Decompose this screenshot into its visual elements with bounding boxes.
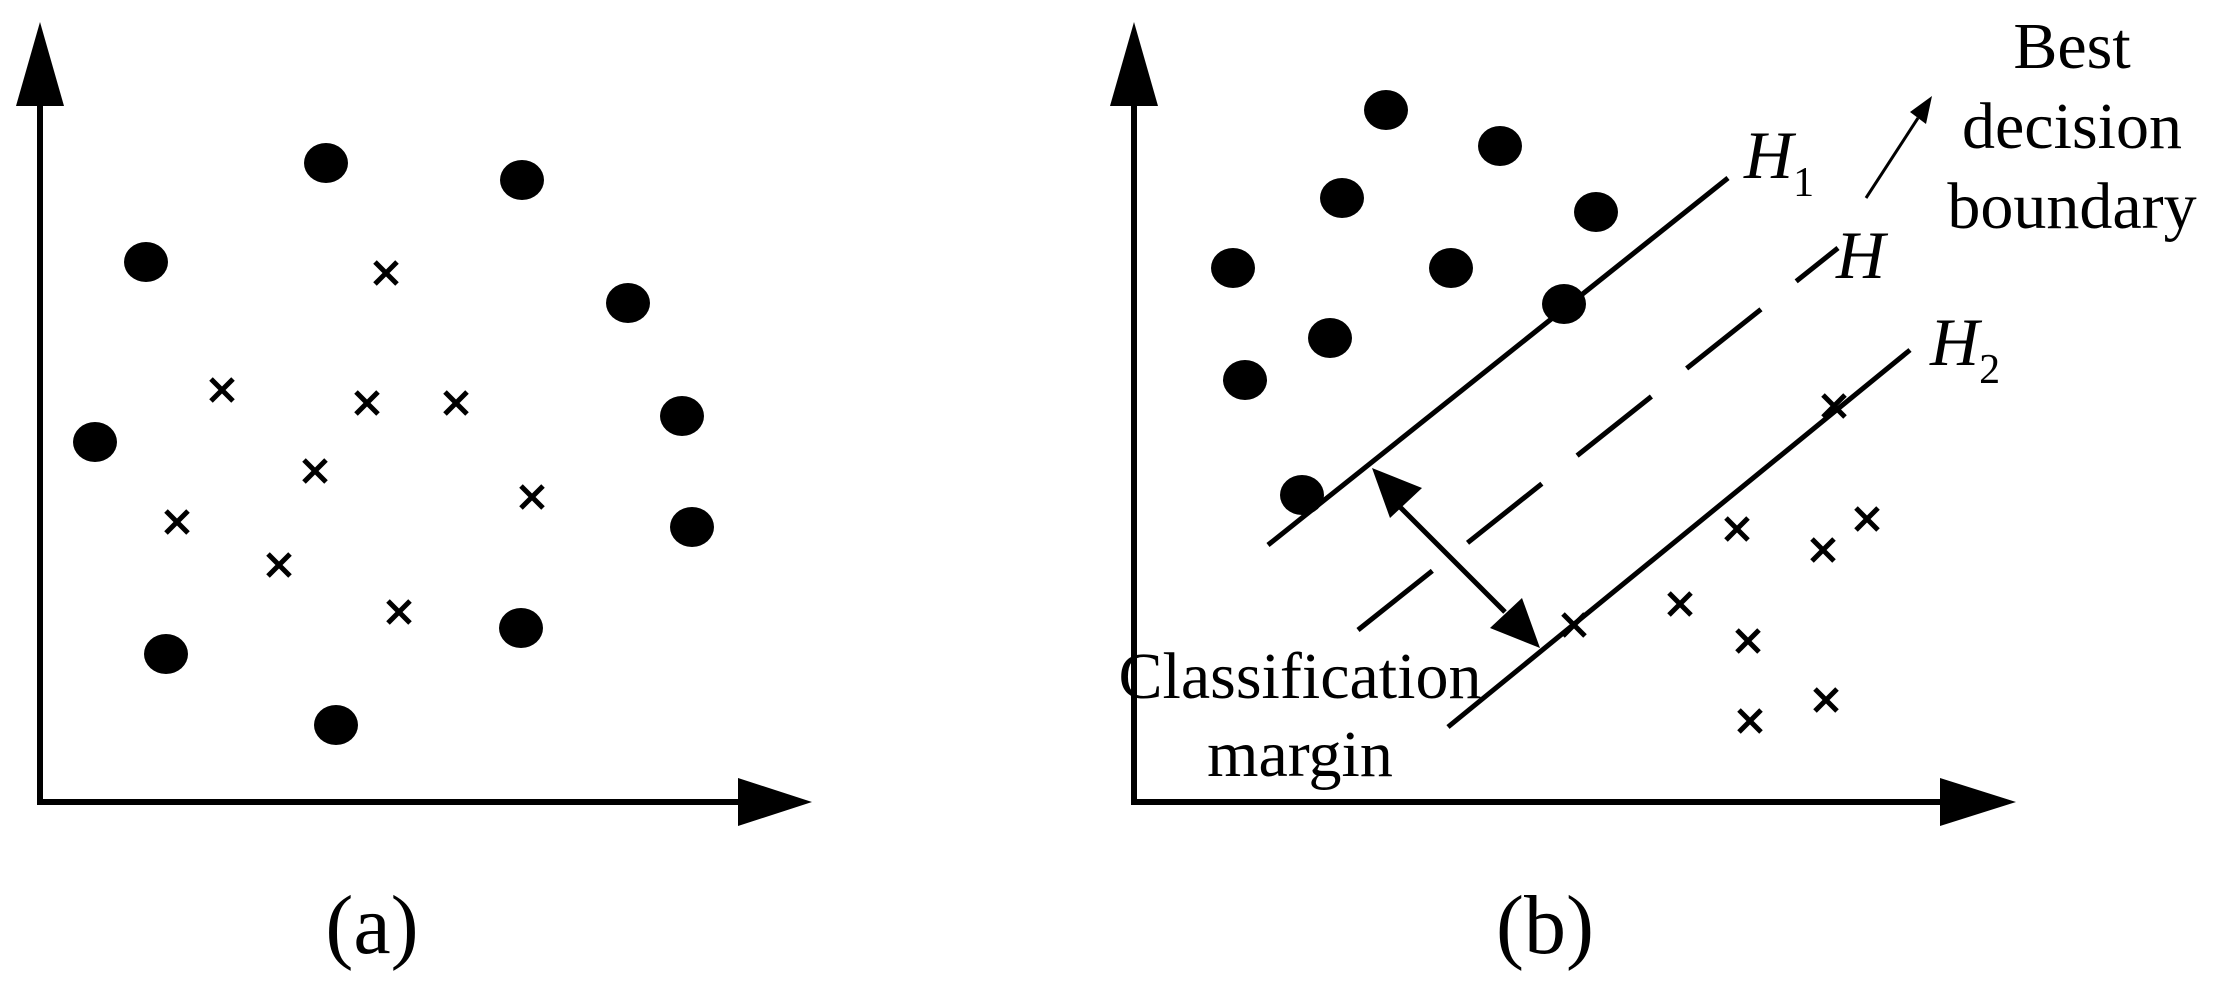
panel-b-y-arrowhead: [1110, 22, 1158, 106]
panel-a-dot-9: [499, 608, 543, 648]
panel-a-cross-7: [164, 509, 190, 535]
panel-b-dot-5: [1211, 248, 1255, 288]
margin-label-line1: Classification: [1119, 640, 1482, 713]
panel-a-cross-3: [354, 390, 380, 416]
panel-a-dot-4: [606, 283, 650, 323]
h-dashed-line: [1356, 246, 1840, 632]
panel-a-cross-6: [519, 484, 545, 510]
panel-a-dot-10: [314, 705, 358, 745]
panel-b-dot-3: [1320, 178, 1364, 218]
panel-a-dot-2: [500, 160, 544, 200]
panel-b-cross-4: [1810, 537, 1836, 563]
h2-label: H2: [1929, 304, 2000, 393]
panel-b-cross-2: [1724, 516, 1750, 542]
panel-a-dot-6: [660, 396, 704, 436]
panel-b-dot-7: [1542, 284, 1586, 324]
margin-arrowhead-lower: [1490, 598, 1540, 648]
panel-a-cross-9: [386, 599, 412, 625]
panel-b-cross-9: [1813, 687, 1839, 713]
panel-b-dots: [1211, 90, 1618, 515]
panel-a-cross-2: [209, 377, 235, 403]
panel-b-cross-5: [1561, 612, 1587, 638]
h1-line: [1266, 176, 1730, 547]
panel-b-cross-6: [1667, 591, 1693, 617]
margin-label-line2: margin: [1207, 718, 1393, 791]
panel-a-dot-7: [670, 507, 714, 547]
h-label: H: [1835, 217, 1889, 293]
panel-b-dot-6: [1429, 248, 1473, 288]
panel-b-cross-3: [1854, 506, 1880, 532]
h2-symbol: H: [1929, 304, 1983, 380]
boundary-label-line1: Best: [2013, 10, 2130, 83]
panel-b-cross-1: [1821, 393, 1847, 419]
panel-a-cross-8: [266, 552, 292, 578]
panel-a-crosses: [164, 260, 545, 625]
panel-b-x-arrowhead: [1940, 778, 2016, 826]
panel-a-dot-5: [73, 422, 117, 462]
panel-a-caption: (a): [325, 879, 418, 972]
panel-b-cross-8: [1737, 708, 1763, 734]
panel-a-cross-1: [373, 260, 399, 286]
panel-a-dot-1: [304, 143, 348, 183]
boundary-label-line2: decision: [1962, 90, 2182, 163]
panel-a-dot-8: [144, 634, 188, 674]
boundary-pointer-arrowhead: [1910, 96, 1932, 124]
panel-b-dot-2: [1478, 126, 1522, 166]
panel-a-dots: [73, 143, 714, 745]
h2-subscript: 2: [1979, 347, 2000, 393]
margin-arrowhead-upper: [1372, 468, 1422, 518]
panel-b-dot-9: [1223, 360, 1267, 400]
panel-a-cross-4: [443, 390, 469, 416]
panel-b-dot-1: [1364, 90, 1408, 130]
panel-b-dot-8: [1308, 318, 1352, 358]
h1-subscript: 1: [1793, 160, 1814, 206]
h1-symbol: H: [1743, 117, 1797, 193]
h2-line: [1446, 348, 1912, 729]
panel-b-cross-7: [1735, 628, 1761, 654]
panel-b-crosses: [1561, 393, 1880, 734]
margin-arrow-shaft: [1396, 503, 1507, 614]
panel-b-caption: (b): [1496, 879, 1594, 972]
boundary-label-line3: boundary: [1947, 170, 2196, 243]
h1-label: H1: [1743, 117, 1814, 206]
panel-b-dot-4: [1574, 192, 1618, 232]
panel-a-cross-5: [302, 458, 328, 484]
panel-a-y-arrowhead: [16, 22, 64, 106]
panel-a-dot-3: [124, 242, 168, 282]
panel-b-dot-10: [1280, 475, 1324, 515]
panel-a-x-arrowhead: [738, 778, 812, 826]
boundary-pointer-shaft: [1864, 117, 1920, 199]
panel-a: (a): [16, 22, 812, 972]
panel-b: H1 H H2 Best decision boundary Classific…: [1110, 10, 2197, 972]
